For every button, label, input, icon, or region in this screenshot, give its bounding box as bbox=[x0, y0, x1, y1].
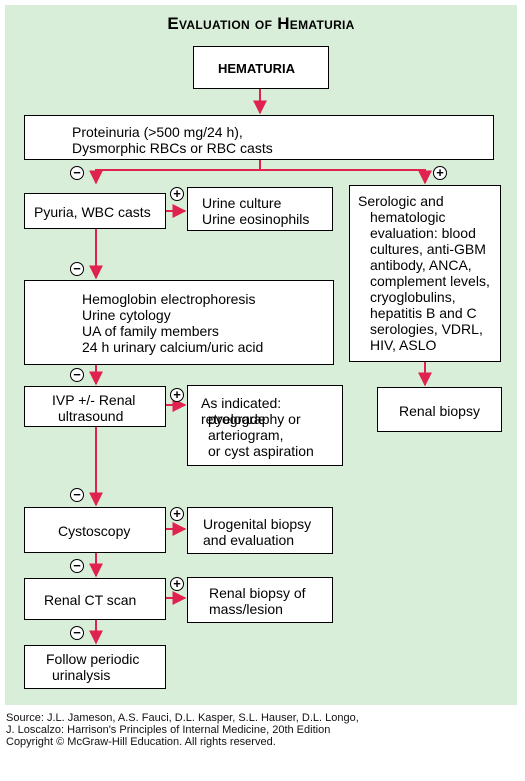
urogenital-line-2: and evaluation bbox=[203, 532, 295, 548]
hemoglobin-line-3: UA of family members bbox=[82, 323, 219, 339]
negative-sign-icon: − bbox=[70, 559, 84, 573]
cystoscopy-box: Cystoscopy bbox=[24, 507, 166, 553]
serologic-line-8: hepatitis B and C bbox=[370, 305, 477, 321]
follow-line-2: urinalysis bbox=[52, 667, 111, 683]
proteinuria-line-2: Dysmorphic RBCs or RBC casts bbox=[72, 140, 273, 156]
renal-biopsy-mass-box: Renal biopsy of mass/lesion bbox=[187, 577, 333, 623]
serologic-line-5: antibody, ANCA, bbox=[370, 257, 472, 273]
serologic-line-6: complement levels, bbox=[370, 273, 490, 289]
serologic-line-3: evaluation: blood bbox=[370, 225, 476, 241]
negative-sign-icon: − bbox=[70, 166, 84, 180]
as-indicated-box: As indicated: retrograde pyelography or … bbox=[187, 385, 343, 466]
hemoglobin-box: Hemoglobin electrophoresis Urine cytolog… bbox=[24, 280, 334, 365]
positive-sign-icon: + bbox=[170, 388, 184, 402]
source-line-3: Copyright © McGraw-Hill Education. All r… bbox=[6, 736, 276, 748]
hematuria-box: HEMATURIA bbox=[193, 46, 329, 89]
source-line-2: J. Loscalzo: Harrison's Principles of In… bbox=[6, 724, 331, 736]
positive-sign-icon: + bbox=[433, 166, 447, 180]
renal-biopsy-mass-line-2: mass/lesion bbox=[209, 601, 283, 617]
ivp-line-1: IVP +/- Renal bbox=[52, 392, 136, 408]
cystoscopy-label: Cystoscopy bbox=[58, 523, 131, 539]
connector-proteinuria-branch bbox=[89, 160, 261, 185]
as-indicated-line-4: or cyst aspiration bbox=[208, 443, 314, 459]
renal-biopsy-label: Renal biopsy bbox=[399, 403, 480, 419]
connector-proteinuria-positive bbox=[260, 169, 432, 185]
serologic-line-9: serologies, VDRL, bbox=[370, 321, 483, 337]
urine-culture-box: Urine culture Urine eosinophils bbox=[187, 187, 333, 231]
as-indicated-line-1: As indicated: retrograde bbox=[201, 395, 282, 427]
follow-box: Follow periodic urinalysis bbox=[24, 645, 166, 689]
serologic-line-4: cultures, anti-GBM bbox=[370, 241, 486, 257]
follow-line-1: Follow periodic bbox=[46, 651, 140, 667]
urine-culture-line-2: Urine eosinophils bbox=[202, 211, 310, 227]
source-line-1: Source: J.L. Jameson, A.S. Fauci, D.L. K… bbox=[6, 712, 359, 724]
positive-sign-icon: + bbox=[170, 577, 184, 591]
urogenital-box: Urogenital biopsy and evaluation bbox=[187, 507, 333, 554]
hemoglobin-line-1: Hemoglobin electrophoresis bbox=[82, 291, 256, 307]
serologic-line-1: Serologic and bbox=[358, 193, 444, 209]
hemoglobin-line-2: Urine cytology bbox=[82, 307, 171, 323]
diagram-title: Evaluation of Hematuria bbox=[167, 14, 355, 33]
hematuria-label: HEMATURIA bbox=[218, 61, 296, 76]
source-citation: Source: J.L. Jameson, A.S. Fauci, D.L. K… bbox=[6, 712, 521, 748]
urine-culture-line-1: Urine culture bbox=[202, 195, 282, 211]
pyuria-box: Pyuria, WBC casts bbox=[24, 193, 166, 229]
ivp-line-2: ultrasound bbox=[58, 408, 124, 424]
negative-sign-icon: − bbox=[70, 626, 84, 640]
as-indicated-line-3: arteriogram, bbox=[208, 427, 284, 443]
renal-biopsy-mass-line-1: Renal biopsy of bbox=[209, 585, 306, 601]
renal-ct-label: Renal CT scan bbox=[44, 592, 137, 608]
negative-sign-icon: − bbox=[70, 488, 84, 502]
serologic-line-10: HIV, ASLO bbox=[370, 337, 437, 353]
positive-sign-icon: + bbox=[170, 507, 184, 521]
proteinuria-line-1: Proteinuria (>500 mg/24 h), bbox=[72, 124, 243, 140]
renal-ct-box: Renal CT scan bbox=[24, 578, 166, 620]
negative-sign-icon: − bbox=[70, 262, 84, 276]
ivp-box: IVP +/- Renal ultrasound bbox=[24, 386, 166, 427]
pyuria-label: Pyuria, WBC casts bbox=[34, 204, 151, 220]
serologic-line-2: hematologic bbox=[370, 209, 446, 225]
urogenital-line-1: Urogenital biopsy bbox=[203, 516, 312, 532]
serologic-box: Serologic and hematologic evaluation: bl… bbox=[349, 185, 501, 362]
as-indicated-line-2: pyelography or bbox=[208, 411, 301, 427]
serologic-line-7: cryoglobulins, bbox=[370, 289, 456, 305]
positive-sign-icon: + bbox=[170, 187, 184, 201]
negative-sign-icon: − bbox=[70, 368, 84, 382]
hemoglobin-line-4: 24 h urinary calcium/uric acid bbox=[82, 339, 264, 355]
renal-biopsy-box: Renal biopsy bbox=[377, 387, 502, 432]
proteinuria-box: Proteinuria (>500 mg/24 h), Dysmorphic R… bbox=[24, 115, 494, 160]
